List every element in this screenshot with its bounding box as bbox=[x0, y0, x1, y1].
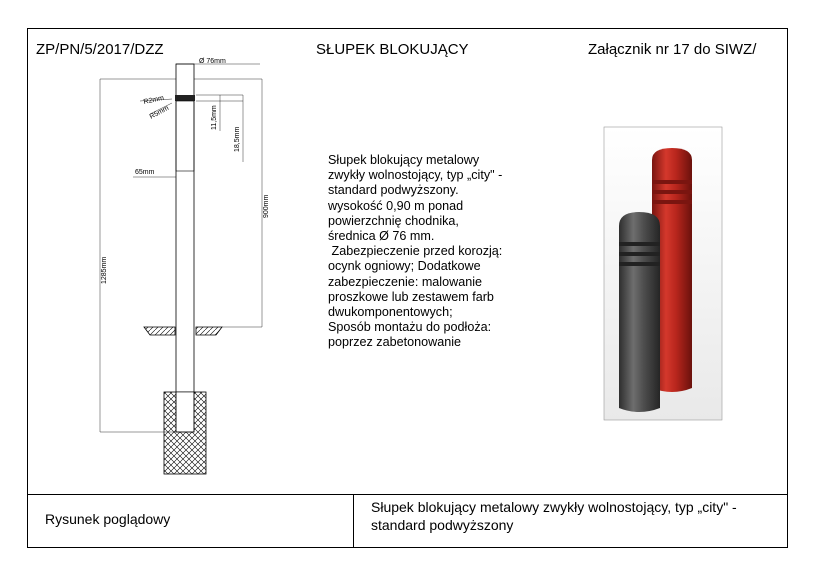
dim-65: 65mm bbox=[135, 169, 155, 176]
dim-r2: R2mm bbox=[143, 95, 165, 106]
document-id: ZP/PN/5/2017/DZZ bbox=[36, 41, 164, 58]
attachment-label: Załącznik nr 17 do SIWZ/ bbox=[588, 41, 757, 58]
description-line: poprzez zabetonowanie bbox=[328, 335, 462, 350]
description-line: proszkowe lub zestawem farb bbox=[328, 289, 494, 304]
dim-900: 900mm bbox=[263, 194, 270, 218]
description-line: wysokość 0,90 m ponad bbox=[328, 198, 464, 213]
description-line: Sposób montażu do podłoża: bbox=[328, 320, 492, 335]
description-line: Zabezpieczenie przed korozją: bbox=[328, 244, 503, 259]
dim-115: 11,5mm bbox=[211, 105, 218, 130]
description-line: ocynk ogniowy; Dodatkowe bbox=[328, 259, 481, 274]
description-line: powierzchnię chodnika, bbox=[328, 213, 459, 228]
footer-table bbox=[27, 494, 788, 548]
bollard-ring bbox=[175, 95, 195, 101]
description-line: dwukomponentowych; bbox=[328, 305, 453, 320]
document-title: SŁUPEK BLOKUJĄCY bbox=[316, 41, 469, 58]
dim-185: 18,5mm bbox=[234, 127, 241, 152]
dim-r5: R5mm bbox=[149, 105, 171, 121]
description-line: Słupek blokujący metalowy bbox=[328, 153, 480, 167]
dim-diameter: Ø 76mm bbox=[199, 58, 226, 65]
description-line: średnica Ø 76 mm. bbox=[328, 229, 435, 244]
red-bollard bbox=[652, 148, 692, 392]
pavement-left bbox=[143, 326, 176, 336]
dim-1285: 1285mm bbox=[101, 257, 108, 284]
description-line: standard podwyższony. bbox=[328, 183, 459, 198]
bollard-post bbox=[175, 63, 195, 433]
footer-left-cell: Rysunek poglądowy bbox=[45, 511, 171, 527]
pavement-right bbox=[195, 326, 223, 336]
description-line: zwykły wolnostojący, typ „city" - bbox=[328, 168, 503, 183]
footer-right-cell: Słupek blokujący metalowy zwykły wolnost… bbox=[371, 499, 737, 533]
page-frame bbox=[27, 28, 788, 548]
footer-divider bbox=[353, 494, 354, 548]
description-line: zabezpieczenie: malowanie bbox=[328, 274, 483, 289]
description-text: Słupek blokujący metalowy zwykły wolnost… bbox=[328, 153, 538, 351]
bollard-photo bbox=[603, 126, 723, 421]
